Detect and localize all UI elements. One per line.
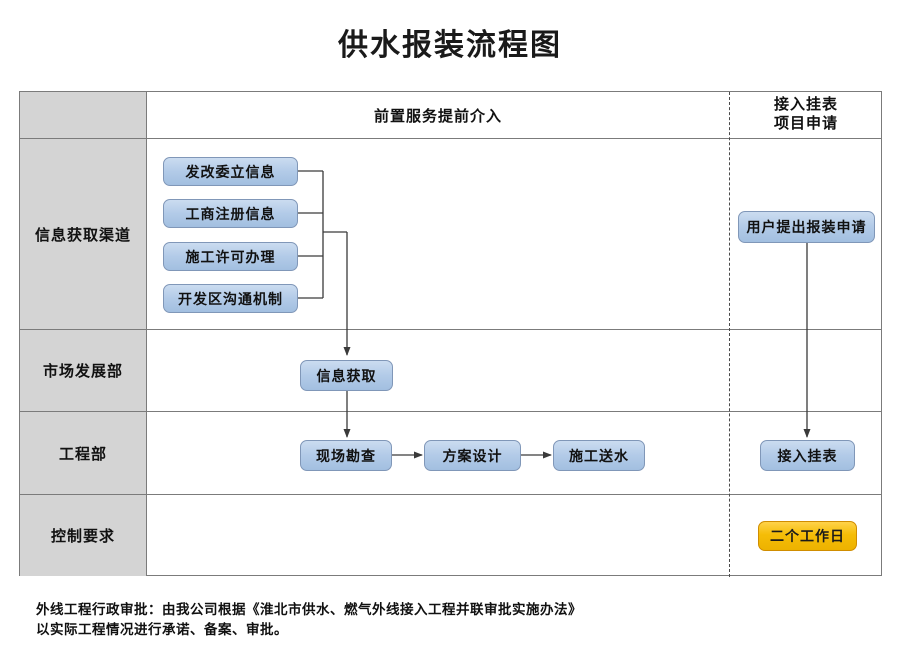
row-label-info-channels: 信息获取渠道: [20, 139, 146, 329]
node-meter-connection[interactable]: 接入挂表: [760, 440, 855, 471]
footnote-line-1: 外线工程行政审批：由我公司根据《淮北市供水、燃气外线接入工程并联审批实施办法》: [36, 602, 582, 617]
dashed-column-divider: [729, 92, 730, 577]
grid-line-header-bottom: [20, 138, 881, 139]
node-working-days[interactable]: 二个工作日: [758, 521, 857, 551]
row-label-control-req: 控制要求: [20, 495, 146, 576]
node-source-dev-zone-channel[interactable]: 开发区沟通机制: [163, 284, 298, 313]
node-construction-supply[interactable]: 施工送水: [553, 440, 645, 471]
header-column-preservice: 前置服务提前介入: [373, 108, 502, 125]
node-source-construction-permit[interactable]: 施工许可办理: [163, 242, 298, 271]
footnote-line-2: 以实际工程情况进行承诺、备案、审批。: [36, 621, 288, 637]
header-corner-cell: [20, 92, 146, 138]
header-connection-line2: 项目申请: [773, 116, 838, 132]
header-column-connection: 接入挂表 项目申请: [730, 92, 882, 138]
grid-line-row3-bottom: [20, 494, 881, 495]
grid-line-label-column: [146, 92, 147, 575]
footnote: 外线工程行政审批：由我公司根据《淮北市供水、燃气外线接入工程并联审批实施办法》 …: [36, 600, 856, 639]
node-user-application[interactable]: 用户提出报装申请: [738, 211, 875, 243]
node-site-survey[interactable]: 现场勘查: [300, 440, 392, 471]
node-scheme-design[interactable]: 方案设计: [424, 440, 521, 471]
row-label-market-dev: 市场发展部: [20, 330, 146, 411]
row-label-engineering: 工程部: [20, 412, 146, 494]
grid-line-row2-bottom: [20, 411, 881, 412]
node-source-business-registration[interactable]: 工商注册信息: [163, 199, 298, 228]
node-source-ndrc-info[interactable]: 发改委立信息: [163, 157, 298, 186]
grid-line-row1-bottom: [20, 329, 881, 330]
page-title: 供水报装流程图: [338, 29, 562, 62]
header-connection-line1: 接入挂表: [773, 97, 838, 114]
node-info-collect[interactable]: 信息获取: [300, 360, 393, 391]
swimlane-table: 前置服务提前介入 接入挂表 项目申请 信息获取渠道 市场发展部 工程部 控制要求: [19, 91, 882, 577]
